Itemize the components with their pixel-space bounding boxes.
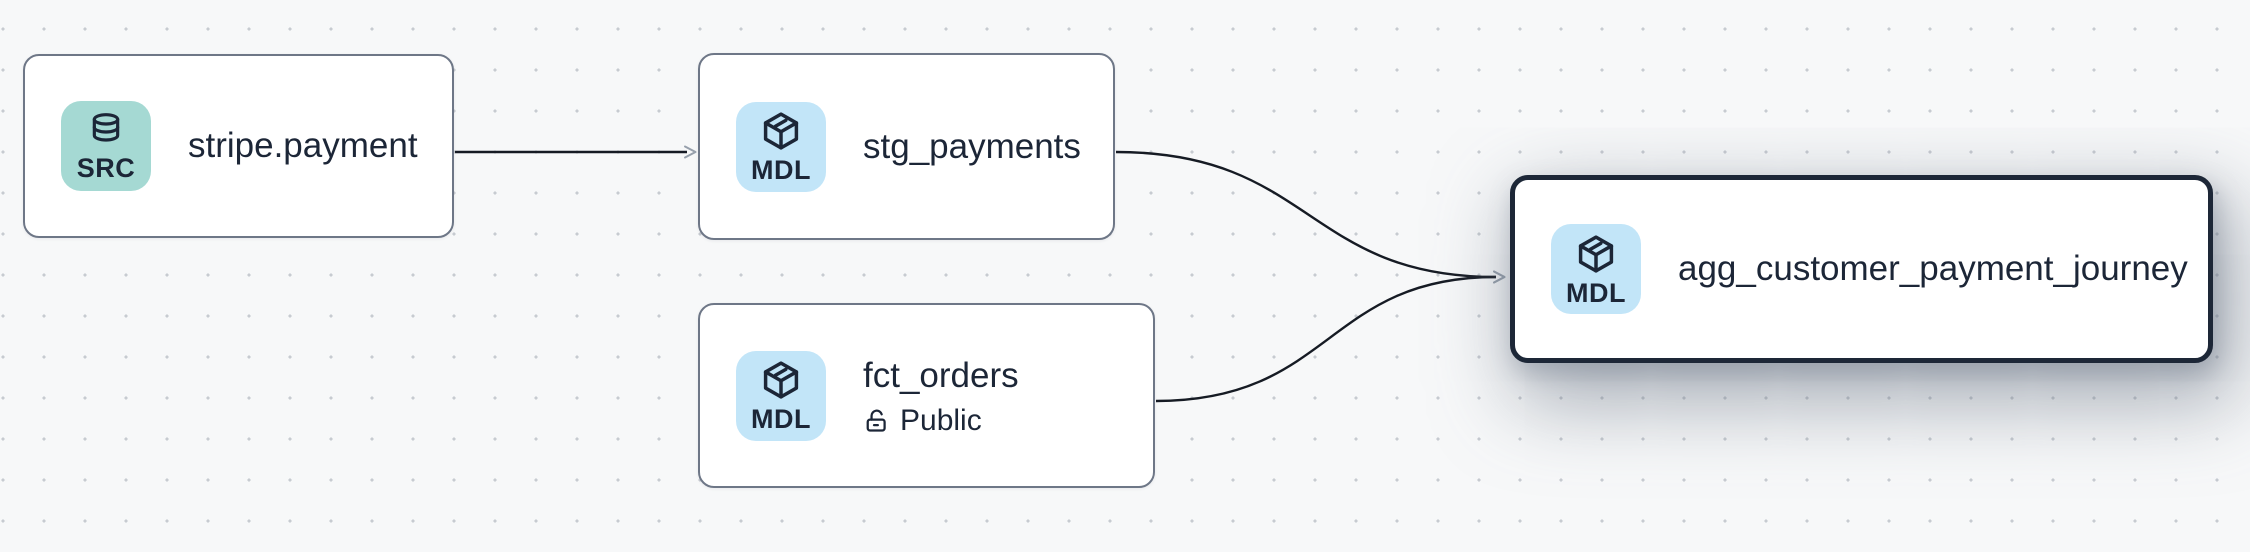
node-agg-customer-payment-journey[interactable]: MDL agg_customer_payment_journey (1510, 175, 2213, 363)
badge-label: SRC (76, 152, 136, 183)
node-title: stg_payments (863, 126, 1081, 166)
source-badge: SRC (61, 101, 151, 191)
access-label-text: Public (900, 404, 982, 437)
model-badge: MDL (736, 350, 826, 441)
database-icon (92, 112, 120, 142)
access-label: Public (863, 406, 1019, 436)
node-title: stripe.payment (188, 126, 418, 165)
lock-open-icon (866, 409, 886, 432)
model-badge: MDL (736, 101, 826, 192)
cube-icon (1578, 234, 1614, 273)
node-fct-orders[interactable]: MDL fct_orders Public (698, 303, 1155, 488)
badge-label: MDL (1566, 277, 1626, 308)
node-title: fct_orders (863, 356, 1019, 395)
model-badge: MDL (1551, 224, 1641, 314)
node-title: agg_customer_payment_journey (1678, 249, 2188, 288)
node-stripe-payment[interactable]: SRC stripe.payment (23, 54, 454, 238)
edge-stg-payments-to-agg-customer-payment-journey[interactable] (1115, 150, 1506, 284)
node-stg-payments[interactable]: MDL stg_payments (698, 53, 1115, 240)
edge-fct-orders-to-agg-customer-payment-journey[interactable] (1155, 270, 1506, 403)
badge-label: MDL (751, 404, 811, 434)
cube-icon (763, 361, 799, 399)
badge-label: MDL (751, 155, 811, 185)
cube-icon (763, 112, 799, 150)
